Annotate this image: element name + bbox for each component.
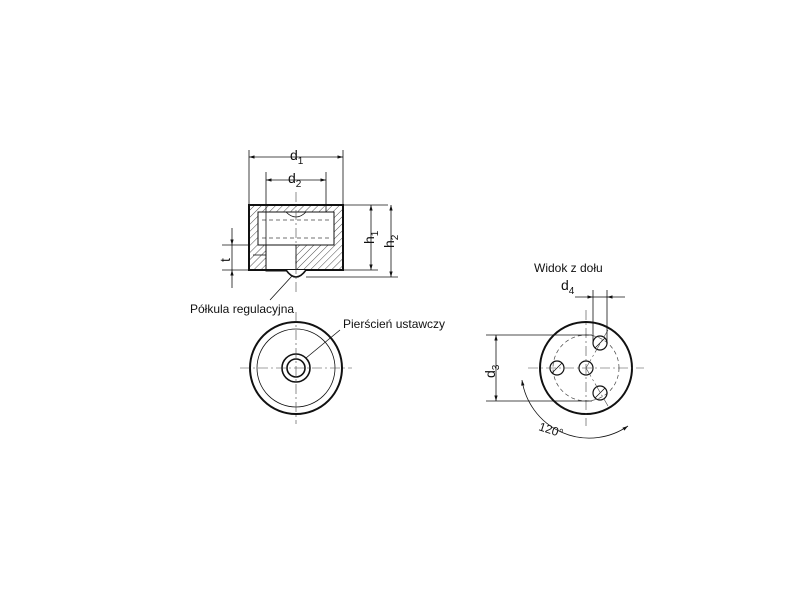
spindle-bore — [265, 244, 297, 272]
side-section-view — [222, 150, 398, 301]
label-d3: d3 — [482, 364, 502, 378]
label-ring: Pierścień ustawczy — [343, 317, 445, 331]
label-t: t — [217, 258, 233, 262]
bottom-view — [486, 290, 644, 439]
label-hemisphere: Półkula regulacyjna — [190, 302, 294, 316]
label-d2: d2 — [288, 170, 302, 190]
top-view — [240, 312, 352, 424]
label-d4: d4 — [561, 277, 575, 297]
label-h2: h2 — [381, 234, 401, 248]
label-h1: h1 — [361, 230, 381, 244]
label-angle: 120° — [537, 420, 565, 441]
label-d1: d1 — [290, 147, 304, 167]
label-bottom-view: Widok z dołu — [534, 261, 603, 275]
